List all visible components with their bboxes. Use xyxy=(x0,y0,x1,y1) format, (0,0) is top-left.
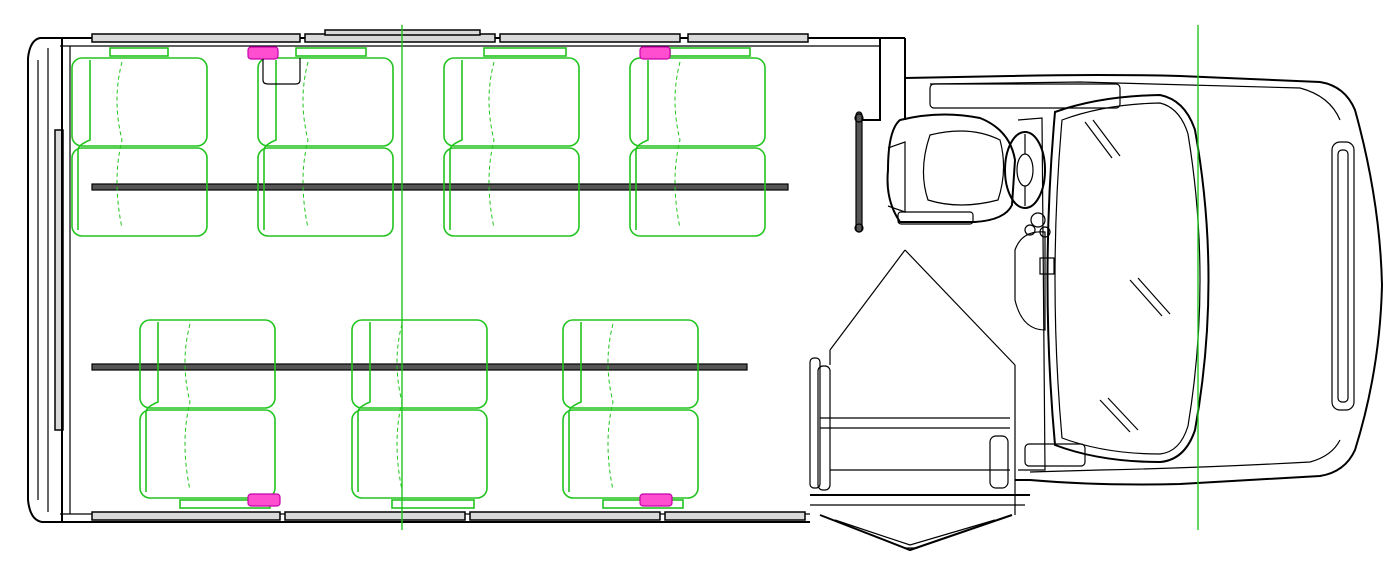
side-mirror xyxy=(929,83,1121,109)
door-grab-rail xyxy=(809,357,821,489)
window-panel xyxy=(469,511,661,521)
passenger-seat xyxy=(257,47,394,237)
belt-anchor-marker xyxy=(639,46,671,60)
seat-row-lower xyxy=(139,319,699,509)
side-mirror xyxy=(1024,443,1086,467)
cab xyxy=(904,74,1384,486)
entry-door xyxy=(809,357,1030,552)
passenger-seat xyxy=(443,47,580,237)
seat-rail-upper xyxy=(91,183,789,191)
seat-rail-lower xyxy=(91,363,748,371)
belt-anchor-marker xyxy=(639,493,673,507)
window-panel xyxy=(91,511,281,521)
door-step-icon xyxy=(819,514,1013,552)
driver-seat-icon xyxy=(886,113,1017,223)
driver-area xyxy=(886,113,1046,225)
passenger-seat xyxy=(139,319,276,509)
partition xyxy=(829,38,1016,515)
steering-wheel-icon xyxy=(1004,131,1046,209)
window-panel xyxy=(284,511,466,521)
front-grille xyxy=(1331,141,1355,411)
body-outline xyxy=(60,29,905,523)
grab-handle xyxy=(855,111,863,233)
rear-end xyxy=(27,37,64,523)
passenger-seat xyxy=(629,47,766,237)
window-panel xyxy=(91,33,301,43)
windshield xyxy=(1046,93,1210,464)
belt-anchor-marker xyxy=(247,493,281,507)
passenger-seat xyxy=(562,319,699,509)
window-panel xyxy=(499,33,681,43)
passenger-seat xyxy=(351,319,488,509)
window-panel xyxy=(687,33,809,43)
belt-anchors xyxy=(247,46,673,507)
passenger-seat xyxy=(71,47,208,237)
belt-anchor-marker xyxy=(247,46,279,60)
window-panel xyxy=(664,511,806,521)
seat-row-upper xyxy=(71,47,766,237)
